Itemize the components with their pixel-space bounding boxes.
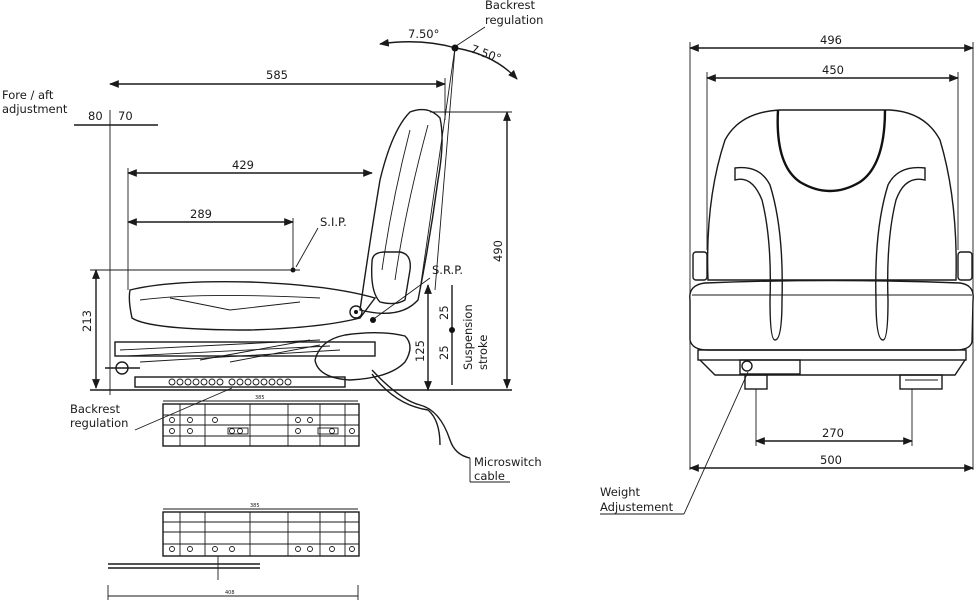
sip-leader [295,227,319,268]
dim-500: 500 [820,453,842,467]
rail-bottom-total: 408 [225,590,235,596]
backrest-regulation-top-label-2: regulation [485,13,543,27]
backrest-regulation-top-label-1: Backrest [485,0,535,12]
fore-aft-label-1: Fore / aft [2,88,54,102]
rail-holes [168,378,292,386]
side-view: Backrest regulation 7.50° 7.50° Fore / a… [2,0,543,483]
dim-70: 70 [118,109,133,123]
suspension-label-1: Suspension [461,304,475,370]
rail-detail-top: 385 [162,395,360,447]
angle-right-label: 7.50° [469,42,503,66]
dim-80: 80 [88,109,103,123]
srp-label: S.R.P. [432,263,463,277]
weight-leader [683,371,749,515]
suspension-label-2: stroke [476,335,490,370]
seat-front-outline [689,109,974,390]
srp-point [370,317,376,323]
rail-bottom-length: 385 [250,503,260,509]
dim-585: 585 [266,68,288,82]
fore-aft-label-2: adjustment [2,102,68,116]
dim-25-bottom: 25 [437,345,451,360]
rail-top-length: 385 [255,395,265,401]
backrest-regulation-leader [134,387,233,431]
sip-label: S.I.P. [320,215,347,229]
dim-490: 490 [491,240,505,262]
backrest-regulation-bottom-label-2: regulation [70,416,128,430]
rail-detail-bottom: 385 408 [107,503,360,600]
dim-450: 450 [822,63,844,77]
angle-arrow-left [379,38,457,49]
dim-429: 429 [232,158,254,172]
seat-side-outline [105,108,471,459]
backrest-regulation-bottom-label-1: Backrest [70,402,120,416]
weight-label-1: Weight [600,485,641,499]
angle-arrow-right [455,47,518,80]
microswitch-label-1: Microswitch [474,455,542,469]
backrest-axis-1 [434,47,456,291]
backrest-leader [455,26,486,47]
dim-289: 289 [190,207,212,221]
dim-25-top: 25 [437,305,451,320]
front-view: 496 450 [600,33,974,515]
angle-left-label: 7.50° [408,27,439,41]
weight-label-2: Adjustement [600,500,674,514]
stroke-point [449,327,455,333]
dim-270: 270 [822,426,844,440]
dim-496: 496 [820,33,842,47]
backrest-axis-2 [419,47,456,291]
dim-125: 125 [413,340,427,362]
dim-213: 213 [80,310,94,332]
microswitch-label-2: cable [474,469,505,483]
